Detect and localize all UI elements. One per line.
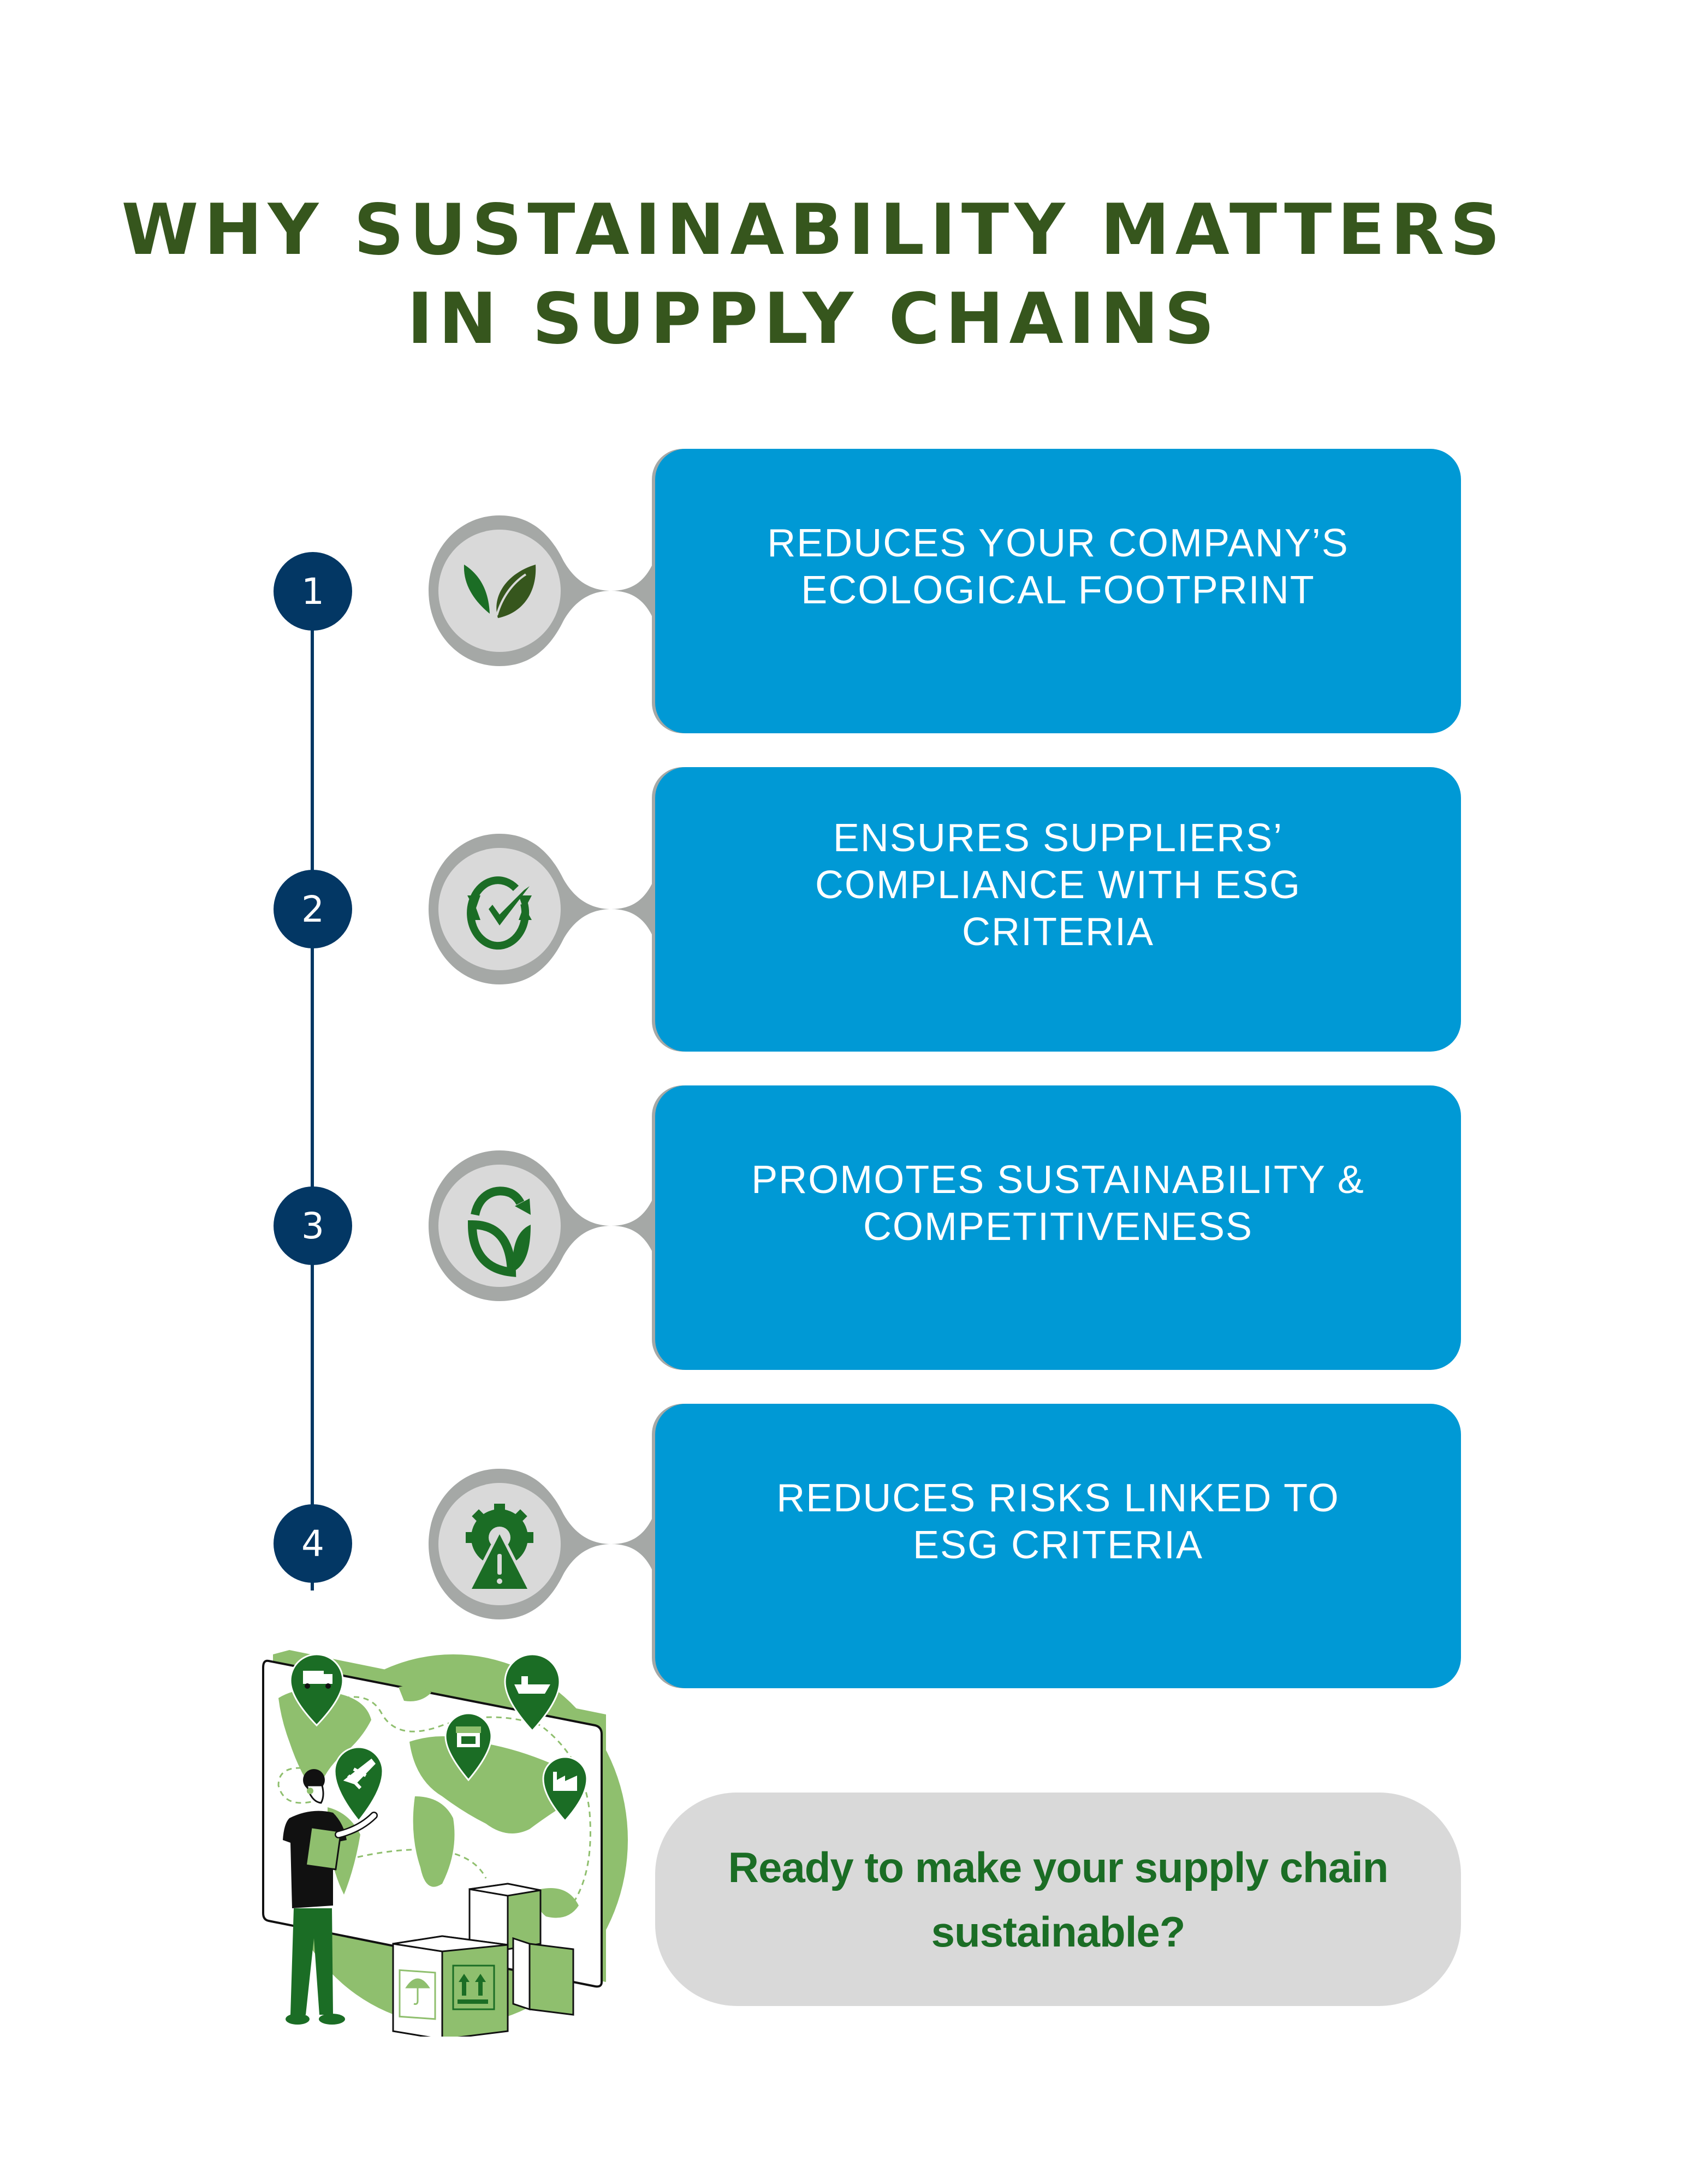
ship-pin-icon xyxy=(504,1653,561,1732)
bubble-shape xyxy=(429,834,655,984)
fragile-umbrella-icon xyxy=(399,1969,436,2020)
benefit-card-1: REDUCES YOUR COMPANY’S ECOLOGICAL FOOTPR… xyxy=(655,449,1461,733)
gear-warning-icon xyxy=(466,1504,533,1592)
benefit-card-4: REDUCES RISKS LINKED TO ESG CRITERIA xyxy=(655,1404,1461,1688)
illustration-svg xyxy=(262,1650,628,2040)
store-pin-icon xyxy=(444,1712,492,1782)
benefit-card-2: ENSURES SUPPLIERS’ COMPLIANCE WITH ESG C… xyxy=(655,767,1461,1052)
step-number-2: 2 xyxy=(274,870,352,948)
supply-chain-illustration xyxy=(257,1633,639,2040)
truck-pin-icon xyxy=(289,1653,344,1727)
this-side-up-icon xyxy=(452,1965,495,2010)
cta-box[interactable]: Ready to make your supply chain sustaina… xyxy=(655,1793,1461,2006)
step-number-4: 4 xyxy=(274,1504,352,1583)
benefit-card-text: PROMOTES SUSTAINABILITY & COMPETITIVENES… xyxy=(751,1158,1365,1249)
leaves-icon xyxy=(464,565,536,618)
icon-bubble-3 xyxy=(415,1138,666,1313)
shipping-boxes xyxy=(392,1883,574,2040)
factory-pin-icon xyxy=(542,1756,588,1823)
bubble-shape xyxy=(429,1469,655,1619)
cta-text: Ready to make your supply chain sustaina… xyxy=(728,1843,1389,1956)
airplane-pin-icon xyxy=(334,1746,384,1823)
compliance-badge-check-icon xyxy=(467,876,532,950)
person-figure xyxy=(283,1769,378,2025)
bubble-shape xyxy=(429,515,655,666)
step-number-3: 3 xyxy=(274,1186,352,1265)
timeline-line xyxy=(311,591,314,1590)
benefit-card-text: REDUCES YOUR COMPANY’S ECOLOGICAL FOOTPR… xyxy=(767,521,1349,612)
benefit-card-text: ENSURES SUPPLIERS’ COMPLIANCE WITH ESG C… xyxy=(815,816,1302,954)
renewable-plant-cycle-icon xyxy=(467,1186,531,1277)
page-title-line-1: WHY SUSTAINABILITY MATTERS xyxy=(121,189,1506,271)
benefit-card-3: PROMOTES SUSTAINABILITY & COMPETITIVENES… xyxy=(655,1085,1461,1370)
page-title-line-2: IN SUPPLY CHAINS xyxy=(407,278,1220,360)
icon-bubble-2 xyxy=(415,822,666,996)
icon-bubble-1 xyxy=(415,503,666,678)
benefit-card-text: REDUCES RISKS LINKED TO ESG CRITERIA xyxy=(776,1476,1340,1567)
page-title: WHY SUSTAINABILITY MATTERS IN SUPPLY CHA… xyxy=(0,186,1627,364)
bubble-shape xyxy=(429,1150,655,1301)
icon-bubble-4 xyxy=(415,1457,666,1631)
step-number-1: 1 xyxy=(274,552,352,631)
